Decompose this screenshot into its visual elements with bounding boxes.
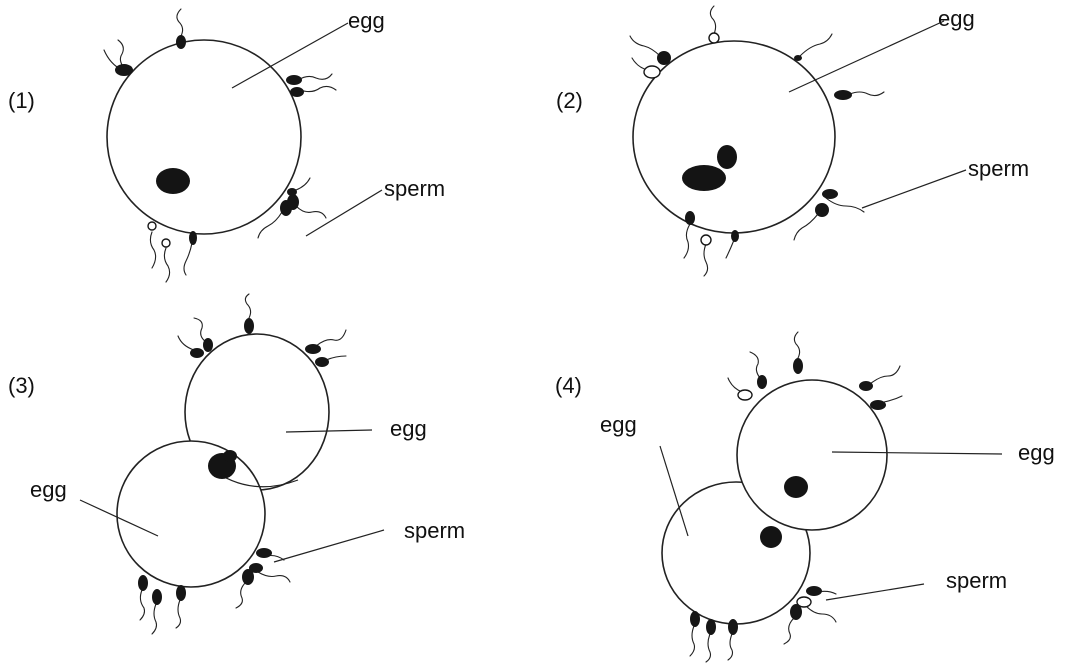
sperm-cell	[315, 356, 346, 367]
sperm-cell	[178, 336, 204, 358]
sperm-cell	[797, 597, 836, 622]
panel-1-nucleus	[156, 168, 190, 194]
panel-1-sperm-label: sperm	[384, 176, 445, 201]
sperm-cell	[632, 58, 660, 78]
sperm-cell	[256, 548, 284, 560]
sperm-cell	[290, 86, 336, 97]
panel-1-sperm-pointer	[306, 190, 382, 236]
sperm-cell	[701, 235, 711, 276]
sperm-cell	[236, 569, 254, 608]
sperm-cell	[684, 211, 695, 258]
sperm-cell	[709, 6, 719, 43]
sperm-cell	[859, 366, 900, 391]
panel-3-egg-top-label: egg	[390, 416, 427, 441]
panel-4: (4) egg egg sperm	[555, 332, 1055, 662]
panel-1-number: (1)	[8, 88, 35, 113]
panel-2-sperm-label: sperm	[968, 156, 1029, 181]
panel-3-nucleus-small	[223, 450, 237, 462]
sperm-cell	[750, 352, 767, 389]
sperm-cell	[728, 378, 752, 400]
sperm-cell	[244, 294, 254, 334]
sperm-cell	[305, 330, 346, 354]
panel-3: (3) egg egg sperm	[8, 294, 465, 634]
panel-3-sperm-pointer	[274, 530, 384, 562]
panel-2-egg-label: egg	[938, 6, 975, 31]
panel-4-sperm-pointer	[826, 584, 924, 600]
sperm-cell	[690, 611, 700, 656]
panel-4-nucleus-left	[760, 526, 782, 548]
panel-1-egg	[107, 40, 301, 234]
panel-3-sperm-label: sperm	[404, 518, 465, 543]
panel-3-egg-bottom-label: egg	[30, 477, 67, 502]
sperm-cell	[104, 40, 133, 76]
sperm-cell	[286, 74, 332, 85]
sperm-cell	[794, 34, 832, 61]
panel-1: (1) egg sperm	[8, 8, 445, 282]
panel-3-number: (3)	[8, 373, 35, 398]
panel-4-egg-right	[737, 380, 887, 530]
sperm-cell	[834, 90, 884, 100]
panel-2-sperm-pointer	[862, 170, 966, 208]
sperm-cell	[249, 563, 290, 582]
sperm-cell	[176, 585, 186, 628]
panel-1-egg-label: egg	[348, 8, 385, 33]
sperm-cell	[176, 9, 186, 49]
sperm-cell	[287, 194, 326, 218]
sperm-cell	[630, 36, 671, 65]
panel-2: (2) egg sperm	[556, 6, 1029, 276]
sperm-cell	[806, 586, 836, 596]
sperm-cell	[138, 575, 148, 620]
panel-4-sperm-label: sperm	[946, 568, 1007, 593]
sperm-cell	[870, 396, 902, 410]
panel-4-egg-left-label: egg	[600, 412, 637, 437]
sperm-cell	[184, 231, 197, 275]
sperm-cell	[148, 222, 156, 268]
panel-2-number: (2)	[556, 88, 583, 113]
sperm-cell	[784, 604, 802, 644]
panel-4-number: (4)	[555, 373, 582, 398]
sperm-cell	[726, 230, 739, 258]
panel-2-nucleus-large	[682, 165, 726, 191]
panel-4-nucleus-right	[784, 476, 808, 498]
sperm-cell	[793, 332, 803, 374]
sperm-cell	[194, 318, 213, 352]
panel-2-egg	[633, 41, 835, 233]
panel-3-egg-bottom	[117, 441, 265, 587]
panel-4-egg-right-label: egg	[1018, 440, 1055, 465]
sperm-cell	[162, 239, 170, 282]
sperm-cell	[728, 619, 738, 660]
sperm-cell	[706, 619, 716, 662]
sperm-cell	[152, 589, 162, 634]
panel-2-nucleus-small	[717, 145, 737, 169]
panel-2-egg-pointer	[789, 21, 944, 92]
